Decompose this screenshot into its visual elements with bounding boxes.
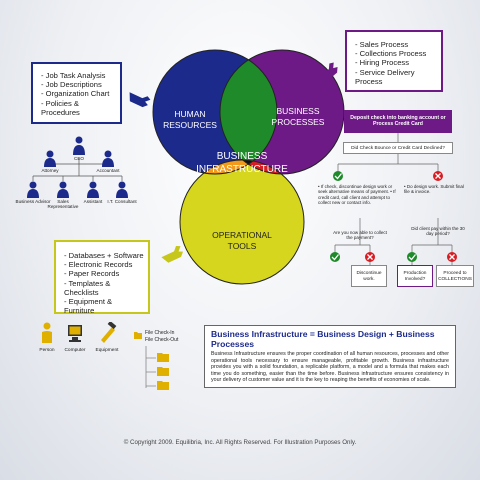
- center-label-1: BUSINESS: [217, 151, 268, 162]
- folder-icon: [134, 332, 142, 339]
- human-label-2: RESOURCES: [163, 120, 217, 130]
- list-item: Paper Records: [64, 269, 144, 278]
- list-item: Collections Process: [355, 49, 437, 58]
- computer-icon: [68, 325, 82, 342]
- pointing-hand-icon: [318, 62, 338, 82]
- org-label-ceo: CEO: [74, 156, 84, 161]
- file-check-out-label: File Check-Out: [145, 337, 179, 343]
- person-icon: [57, 181, 69, 198]
- list-item: Organization Chart: [41, 89, 116, 98]
- flow-bounce-box: Did Check Bounce or Credit Card Declined…: [343, 142, 453, 154]
- tool-label-equipment: Equipment: [95, 348, 119, 353]
- flow-right-note: • Do design work. Submit final file & in…: [404, 184, 464, 195]
- flow-pay-question: Did client pay within the 30 day period?: [411, 226, 465, 237]
- file-tree-icon: [145, 346, 169, 390]
- pointing-hand-icon: [129, 92, 151, 108]
- list-item: Job Task Analysis: [41, 71, 116, 80]
- tool-label-computer: Computer: [64, 348, 86, 353]
- flow-collections-box: Proceed to COLLECTIONS: [436, 265, 474, 287]
- operational-tools-circle: [180, 160, 304, 284]
- list-item: Databases + Software: [64, 251, 144, 260]
- equipment-icon: [101, 322, 117, 343]
- cross-icon: [447, 252, 457, 262]
- process-list: Sales Process Collections Process Hiring…: [355, 40, 437, 86]
- org-label-attorney: Attorney: [41, 168, 59, 173]
- flow-production-box: Production Involved?: [397, 265, 433, 287]
- person-icon: [44, 150, 56, 167]
- center-label-2: INFRASTRUCTURE: [196, 164, 288, 175]
- file-check-in-label: File Check-In: [145, 330, 175, 336]
- check-icon: [407, 252, 417, 262]
- person-icon: [102, 150, 114, 167]
- tool-label-person: Person: [39, 348, 55, 353]
- flow-left-note: • If check, discontinue design work or s…: [318, 184, 396, 206]
- list-item: Sales Process: [355, 40, 437, 49]
- human-label-1: HUMAN: [174, 109, 205, 119]
- person-icon: [42, 322, 52, 343]
- org-label-business-advisor: Business Advisor: [15, 199, 51, 204]
- info-body: Business Infrastructure ensures the prop…: [211, 351, 449, 383]
- person-icon: [27, 181, 39, 198]
- list-item: Job Descriptions: [41, 80, 116, 89]
- list-item: Hiring Process: [355, 58, 437, 67]
- org-label-accountant: Accountant: [96, 168, 120, 173]
- list-item: Templates & Checklists: [64, 279, 144, 297]
- process-list-box: Sales Process Collections Process Hiring…: [345, 30, 443, 92]
- flow-able-question: Are you now able to collect the payment?: [333, 230, 387, 241]
- business-label-1: BUSINESS: [277, 106, 320, 116]
- tools-label-1: OPERATIONAL: [212, 230, 272, 240]
- flow-deposit-box: Deposit check into banking account or Pr…: [344, 110, 452, 133]
- list-item: Service Delivery Process: [355, 68, 437, 86]
- list-item: Equipment & Furniture: [64, 297, 144, 315]
- job-list: Job Task Analysis Job Descriptions Organ…: [41, 71, 116, 117]
- tools-label-2: TOOLS: [228, 241, 257, 251]
- tools-list: Databases + Software Electronic Records …: [64, 251, 144, 315]
- person-icon: [73, 136, 85, 155]
- hr-bp-overlap: [220, 50, 277, 174]
- pointing-hand-icon: [161, 246, 184, 263]
- copyright-text: © Copyright 2009. Equilibria, Inc. All R…: [123, 439, 357, 446]
- cross-icon: [433, 171, 443, 181]
- check-icon: [333, 171, 343, 181]
- person-icon: [116, 181, 128, 198]
- list-item: Policies & Procedures: [41, 99, 116, 117]
- person-icon: [87, 181, 99, 198]
- tools-list-box: Databases + Software Electronic Records …: [54, 240, 150, 315]
- flow-discontinue-box: Discontinue work.: [351, 265, 387, 287]
- infrastructure-info-box: Business Infrastructure = Business Desig…: [204, 325, 456, 388]
- cross-icon: [365, 252, 375, 262]
- org-label-assistant: Assistant: [83, 199, 103, 204]
- job-analysis-box: Job Task Analysis Job Descriptions Organ…: [31, 62, 122, 124]
- org-label-sales-representative: Sales Representative: [47, 199, 79, 210]
- business-label-2: PROCESSES: [272, 117, 325, 127]
- check-icon: [330, 252, 340, 262]
- org-label-it-consultant: I.T. Consultant: [107, 199, 137, 204]
- org-chart-lines: [32, 158, 123, 181]
- info-title: Business Infrastructure = Business Desig…: [211, 329, 435, 349]
- flow-lines: [334, 133, 453, 265]
- list-item: Electronic Records: [64, 260, 144, 269]
